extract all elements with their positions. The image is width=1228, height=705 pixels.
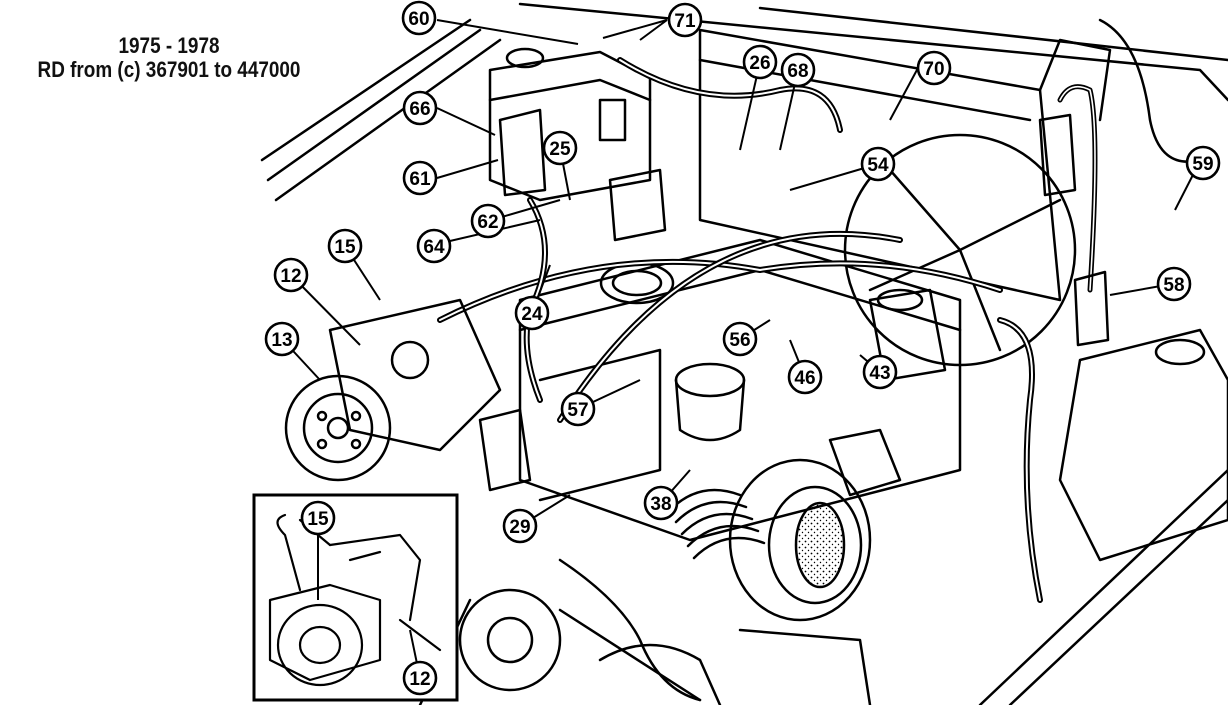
svg-text:12: 12 xyxy=(409,669,430,690)
callout-58: 58 xyxy=(1156,266,1192,302)
svg-text:15: 15 xyxy=(307,509,329,530)
callout-71: 71 xyxy=(667,2,703,38)
inset-callout-15: 15 xyxy=(300,500,336,536)
svg-text:64: 64 xyxy=(423,237,445,258)
callout-38: 38 xyxy=(643,485,679,521)
callout-61: 61 xyxy=(402,160,438,196)
svg-text:15: 15 xyxy=(334,237,356,258)
svg-text:59: 59 xyxy=(1192,154,1213,175)
svg-text:71: 71 xyxy=(674,11,696,32)
svg-text:46: 46 xyxy=(794,368,815,389)
svg-text:29: 29 xyxy=(509,517,530,538)
callout-54: 54 xyxy=(860,146,896,182)
callout-66: 66 xyxy=(402,90,438,126)
svg-text:26: 26 xyxy=(749,53,770,74)
svg-text:12: 12 xyxy=(280,266,301,287)
callout-64: 64 xyxy=(416,228,452,264)
callout-13: 13 xyxy=(264,321,300,357)
callout-62: 62 xyxy=(470,203,506,239)
callout-24: 24 xyxy=(514,295,550,331)
svg-text:56: 56 xyxy=(729,330,750,351)
callout-60: 60 xyxy=(401,0,437,36)
svg-text:70: 70 xyxy=(923,59,944,80)
caption-year-range: 1975 - 1978 xyxy=(118,33,220,58)
diagram-caption: 1975 - 1978 RD from (c) 367901 to 447000 xyxy=(24,34,315,82)
callout-70: 70 xyxy=(916,50,952,86)
svg-text:68: 68 xyxy=(787,61,808,82)
callout-12: 12 xyxy=(273,257,309,293)
callout-59: 59 xyxy=(1185,145,1221,181)
callout-15: 15 xyxy=(327,228,363,264)
callout-56: 56 xyxy=(722,321,758,357)
svg-text:54: 54 xyxy=(867,155,889,176)
svg-text:57: 57 xyxy=(567,400,588,421)
svg-text:62: 62 xyxy=(477,212,498,233)
svg-text:60: 60 xyxy=(408,9,429,30)
svg-text:66: 66 xyxy=(409,99,430,120)
callout-68: 68 xyxy=(780,52,816,88)
svg-text:38: 38 xyxy=(650,494,671,515)
caption-serial-range: RD from (c) 367901 to 447000 xyxy=(37,57,301,82)
callout-29: 29 xyxy=(502,508,538,544)
callout-25: 25 xyxy=(542,130,578,166)
callout-57: 57 xyxy=(560,391,596,427)
svg-text:13: 13 xyxy=(271,330,292,351)
svg-text:58: 58 xyxy=(1163,275,1184,296)
svg-text:25: 25 xyxy=(549,139,571,160)
callout-46: 46 xyxy=(787,359,823,395)
inset-callout-12: 12 xyxy=(402,660,438,696)
callout-26: 26 xyxy=(742,44,778,80)
svg-text:24: 24 xyxy=(521,304,543,325)
callout-43: 43 xyxy=(862,354,898,390)
svg-text:43: 43 xyxy=(869,363,890,384)
svg-text:61: 61 xyxy=(409,169,431,190)
